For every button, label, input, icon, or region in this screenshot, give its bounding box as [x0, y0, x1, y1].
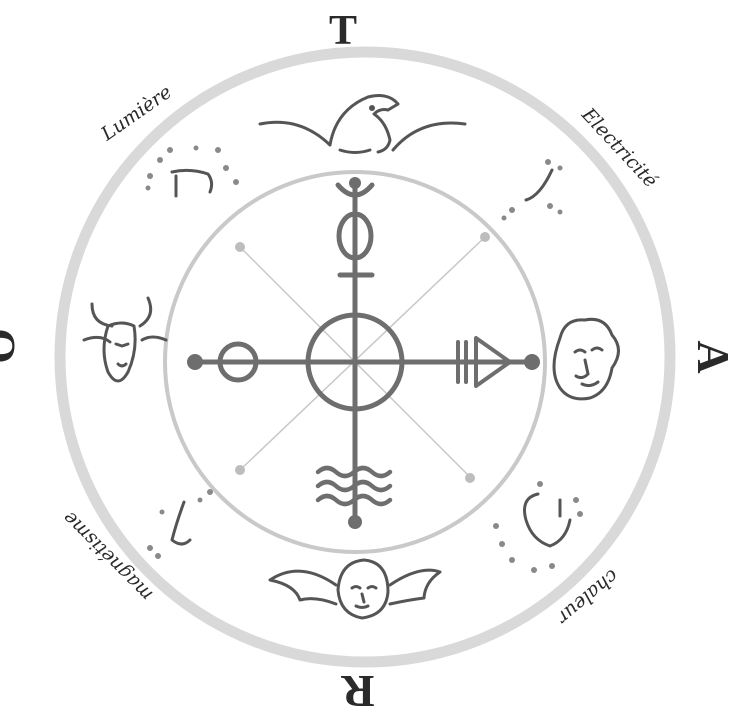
winged-angel-head-figure: [270, 560, 440, 618]
outer-ring: [60, 52, 670, 662]
letter-top: T: [329, 8, 357, 54]
glyph-lower-left: [147, 489, 213, 559]
mercury-top-dot: [349, 177, 361, 189]
eagle-head-figure: [260, 96, 465, 153]
letter-right: A: [688, 340, 730, 373]
glyph-upper-right: [502, 159, 563, 221]
lion-head-figure: [554, 319, 619, 399]
word-top-left: Lumière: [96, 81, 175, 146]
letter-bottom: R: [341, 666, 375, 713]
east-end-dot: [524, 354, 540, 370]
west-end-dot: [187, 354, 203, 370]
mercury-symbol: [338, 180, 372, 292]
south-end-dot: [348, 515, 362, 529]
glyph-lower-right: [493, 481, 583, 573]
bull-head-figure: [84, 298, 166, 381]
glyph-upper-left: [146, 146, 240, 197]
aquarius-water-symbol: [318, 468, 390, 504]
letter-left: O: [0, 328, 24, 364]
word-bottom-right: chaleur: [551, 565, 622, 630]
